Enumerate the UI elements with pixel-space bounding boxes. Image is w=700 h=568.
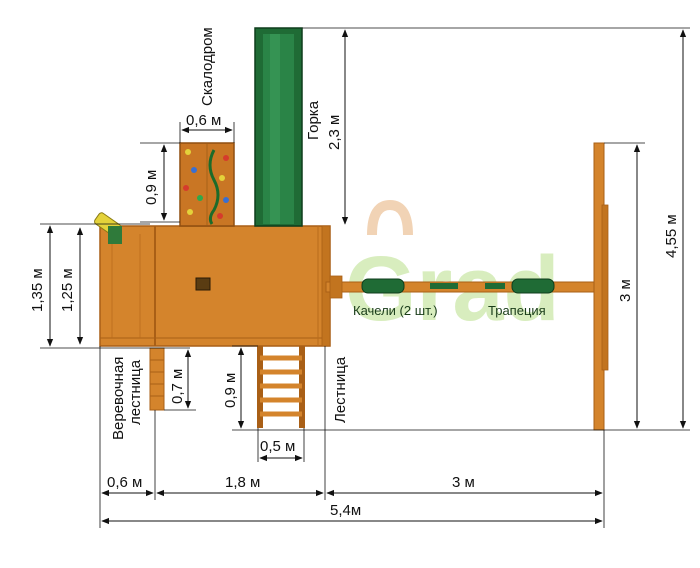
dim-wall-width: 0,6 м: [186, 112, 221, 129]
dimension-labels: 4,55 м 3 м 2,3 м 0,6 м 0,9 м 1,35 м 1,25…: [29, 112, 680, 519]
label-rope-ladder-line1: Веревочная: [110, 357, 127, 440]
hatch-icon: [195, 277, 211, 291]
label-swings: Качели (2 шт.): [353, 303, 438, 318]
dim-total-depth: 4,55 м: [663, 214, 680, 258]
dimension-lines: [46, 29, 687, 525]
dim-wall-height: 0,9 м: [143, 170, 160, 205]
dim-bottom-middle: 1,8 м: [225, 474, 260, 491]
ladder: [257, 346, 305, 428]
telescope-icon: [94, 212, 122, 244]
component-labels: Скалодром Горка Веревочная лестница Лест…: [110, 27, 546, 440]
climbing-wall: [179, 142, 235, 227]
label-ladder: Лестница: [332, 356, 349, 423]
label-trapeze: Трапеция: [488, 303, 546, 318]
rope-ladder: [149, 347, 165, 411]
extension-lines: [40, 27, 690, 528]
dim-platform-outer: 1,35 м: [29, 268, 46, 312]
dim-swing-beam: 3 м: [617, 279, 634, 302]
dim-bottom-left: 0,6 м: [107, 474, 142, 491]
dim-total-width: 5,4м: [330, 502, 361, 519]
label-climbing-wall: Скалодром: [199, 27, 216, 106]
dim-bottom-right: 3 м: [452, 474, 475, 491]
label-rope-ladder-line2: лестница: [127, 359, 144, 425]
label-slide: Горка: [305, 100, 322, 140]
dim-slide-length: 2,3 м: [326, 115, 343, 150]
swing-seat-2: [511, 278, 555, 294]
slide: [254, 27, 303, 227]
dim-platform-inner: 1,25 м: [59, 268, 76, 312]
watermark-bag-icon: [367, 199, 413, 236]
dim-ladder-width: 0,5 м: [260, 438, 295, 455]
swing-seat-1: [361, 278, 405, 294]
dim-rope-ladder: 0,7 м: [169, 369, 186, 404]
dim-ladder-length: 0,9 м: [222, 373, 239, 408]
trapeze-bar: [430, 283, 505, 289]
main-platform: [99, 225, 331, 347]
